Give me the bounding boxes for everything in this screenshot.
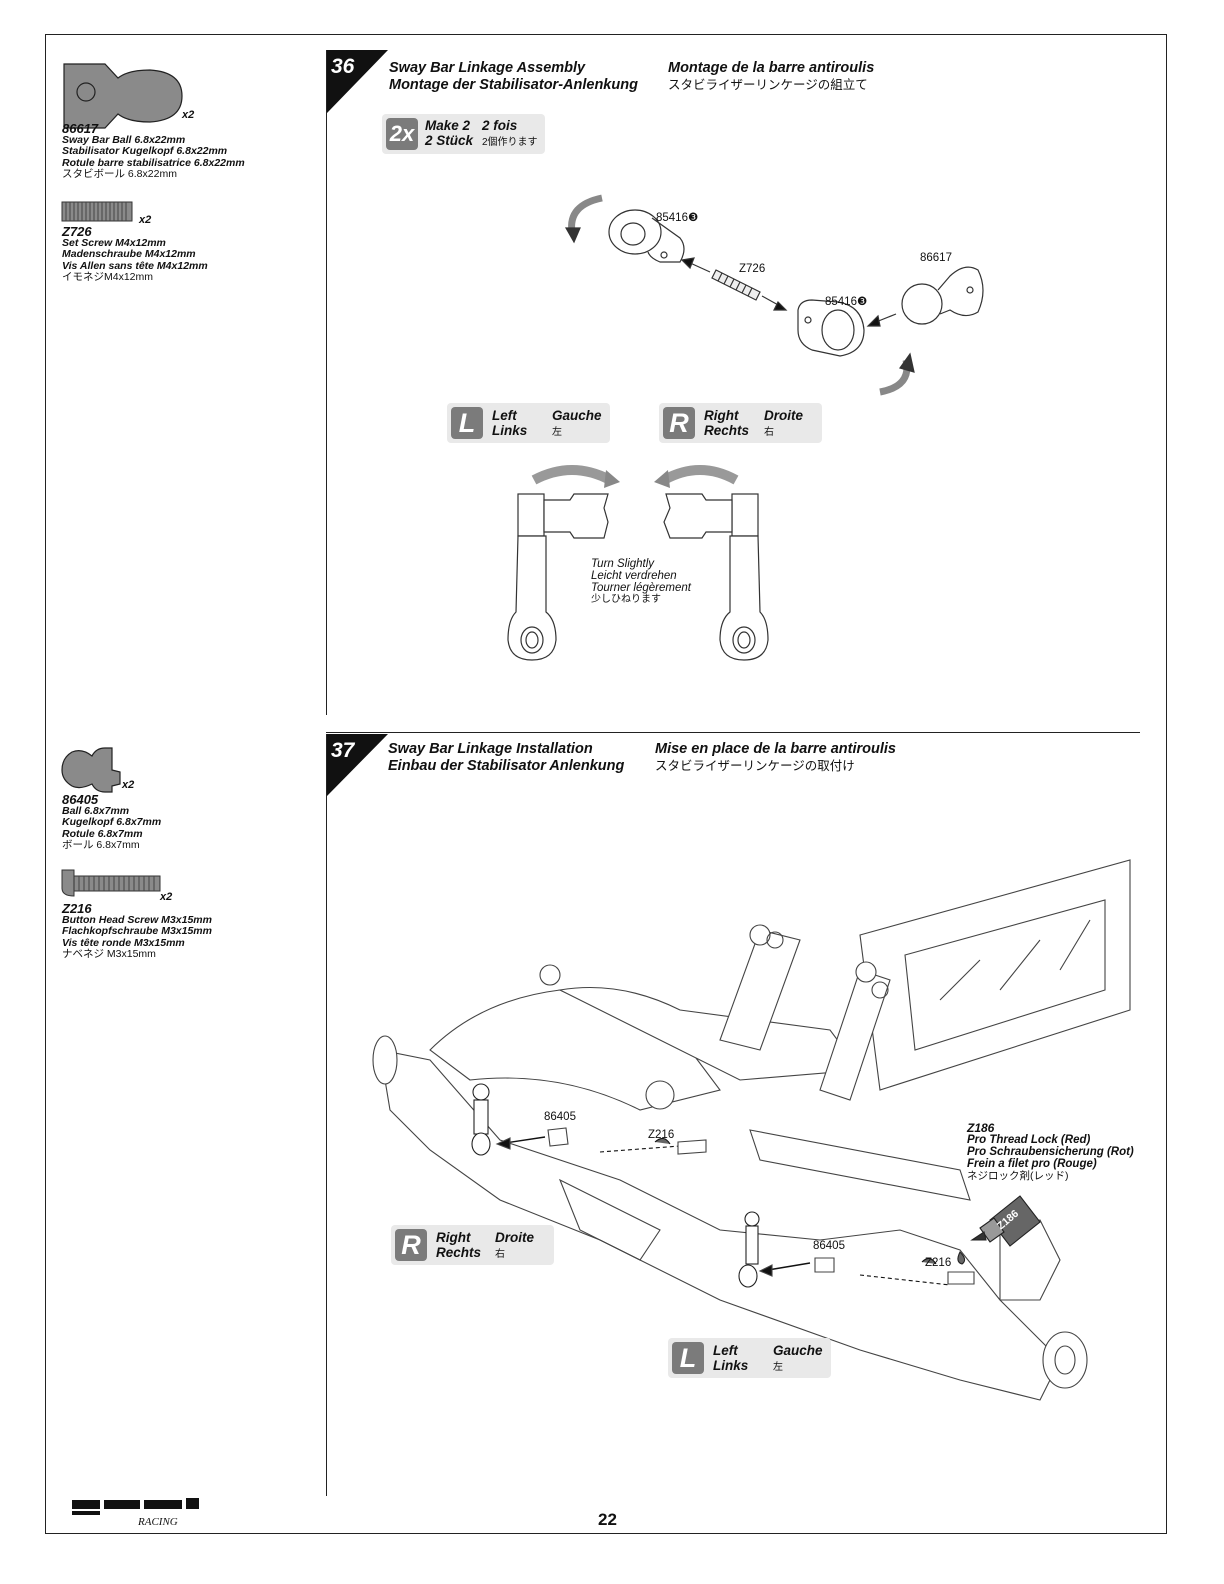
divider-vertical-step36 xyxy=(326,50,327,715)
assembled-linkages xyxy=(507,465,769,661)
step36-title-de: Montage der Stabilisator-Anlenkung xyxy=(389,77,638,93)
step37-title-jp: スタビライザーリンケージの取付け xyxy=(655,759,855,773)
rod-end-top xyxy=(608,209,685,263)
page-frame xyxy=(45,34,1167,1534)
make-2-badge: 2x Make 2 2 Stück 2 fois 2個作ります xyxy=(382,114,545,154)
label-sway-ball: 86617 xyxy=(920,252,952,264)
step37-title-fr: Mise en place de la barre antiroulis xyxy=(655,741,896,757)
label-set-screw: Z726 xyxy=(739,263,766,275)
left-jp: 左 xyxy=(552,427,562,438)
right-jp: 右 xyxy=(495,1249,505,1260)
left-letter: L xyxy=(672,1342,704,1374)
make-fr: 2 fois xyxy=(482,118,518,133)
turn-slightly-note: Turn Slightly Leicht verdrehen Tourner l… xyxy=(591,558,691,605)
step36-exploded-diagram xyxy=(564,194,984,396)
sway-ball-part xyxy=(901,266,984,325)
left-de: Links xyxy=(713,1358,749,1373)
step-number-37: 37 xyxy=(331,739,355,762)
left-linkage xyxy=(507,493,609,661)
label-ball-top: 86405 xyxy=(544,1111,576,1123)
right-fr: Droite xyxy=(764,408,804,423)
chassis-diagram xyxy=(372,859,1131,1401)
right-en: Right xyxy=(704,408,739,423)
linkage-bottom xyxy=(738,1211,760,1288)
set-screw-part xyxy=(711,269,761,301)
step-36-marker xyxy=(327,50,388,113)
rod-end-bottom xyxy=(797,299,865,357)
label-ball-bottom: 86405 xyxy=(813,1240,845,1252)
left-letter: L xyxy=(451,407,483,439)
label-screw-top: Z216 xyxy=(648,1129,675,1141)
left-de: Links xyxy=(492,423,528,438)
part-z726-qty: x2 xyxy=(139,214,152,226)
make-mult: 2x xyxy=(386,118,418,150)
svg-text:RACING: RACING xyxy=(137,1516,178,1527)
step37-title-en: Sway Bar Linkage Installation xyxy=(388,741,593,757)
part-z726-desc: Z726 Set Screw M4x12mm Madenschraube M4x… xyxy=(62,224,208,283)
part-z216-desc: Z216 Button Head Screw M3x15mm Flachkopf… xyxy=(62,901,212,960)
divider-horizontal xyxy=(326,732,1140,733)
threadlock-bottle-icon xyxy=(957,1195,1041,1265)
step37-title-de: Einbau der Stabilisator Anlenkung xyxy=(388,758,625,774)
right-de: Rechts xyxy=(704,423,750,438)
part-z216-qty: x2 xyxy=(160,891,173,903)
ball-icon xyxy=(61,747,121,793)
page-number: 22 xyxy=(598,1510,617,1529)
linkage-top xyxy=(471,1083,491,1156)
left-fr: Gauche xyxy=(773,1343,823,1358)
right-badge-step36: R Right Rechts Droite 右 xyxy=(659,403,822,443)
left-fr: Gauche xyxy=(552,408,602,423)
part-86405-qty: x2 xyxy=(122,779,135,791)
divider-vertical-step37 xyxy=(326,734,327,1496)
step36-title-en: Sway Bar Linkage Assembly xyxy=(389,60,586,76)
left-badge-step37: L Left Links Gauche 左 xyxy=(668,1338,831,1378)
right-en: Right xyxy=(436,1230,471,1245)
button-head-screw-icon xyxy=(61,869,161,897)
left-en: Left xyxy=(713,1343,738,1358)
right-fr: Droite xyxy=(495,1230,535,1245)
left-en: Left xyxy=(492,408,517,423)
make-jp: 2個作ります xyxy=(482,137,538,148)
right-jp: 右 xyxy=(764,427,774,438)
sway-bar-ball-icon xyxy=(63,63,183,129)
left-badge-step36: L Left Links Gauche 左 xyxy=(447,403,610,443)
set-screw-icon xyxy=(61,201,133,222)
label-rod-end-bottom: 85416❸ xyxy=(825,296,868,308)
step-number-36: 36 xyxy=(331,55,355,78)
threadlock-note: Z186 Pro Thread Lock (Red) Pro Schrauben… xyxy=(967,1121,1134,1182)
make-de: 2 Stück xyxy=(425,133,474,148)
step36-title-fr: Montage de la barre antiroulis xyxy=(668,60,875,76)
right-linkage xyxy=(663,493,769,661)
right-de: Rechts xyxy=(436,1245,482,1260)
part-86617-desc: 86617 Sway Bar Ball 6.8x22mm Stabilisato… xyxy=(62,121,245,180)
part-86617-qty: x2 xyxy=(182,109,195,121)
right-letter: R xyxy=(663,407,695,439)
right-letter: R xyxy=(395,1229,427,1261)
step36-title-jp: スタビライザーリンケージの組立て xyxy=(668,78,868,92)
part-86405-desc: 86405 Ball 6.8x7mm Kugelkopf 6.8x7mm Rot… xyxy=(62,792,162,851)
label-rod-end-top: 85416❸ xyxy=(656,212,699,224)
left-jp: 左 xyxy=(773,1362,783,1373)
right-badge-step37: R Right Rechts Droite 右 xyxy=(391,1225,554,1265)
step-37-marker xyxy=(327,734,388,796)
label-screw-bottom: Z216 xyxy=(925,1257,952,1269)
hpi-racing-logo: RACING xyxy=(72,1498,199,1527)
make-en: Make 2 xyxy=(425,118,471,133)
